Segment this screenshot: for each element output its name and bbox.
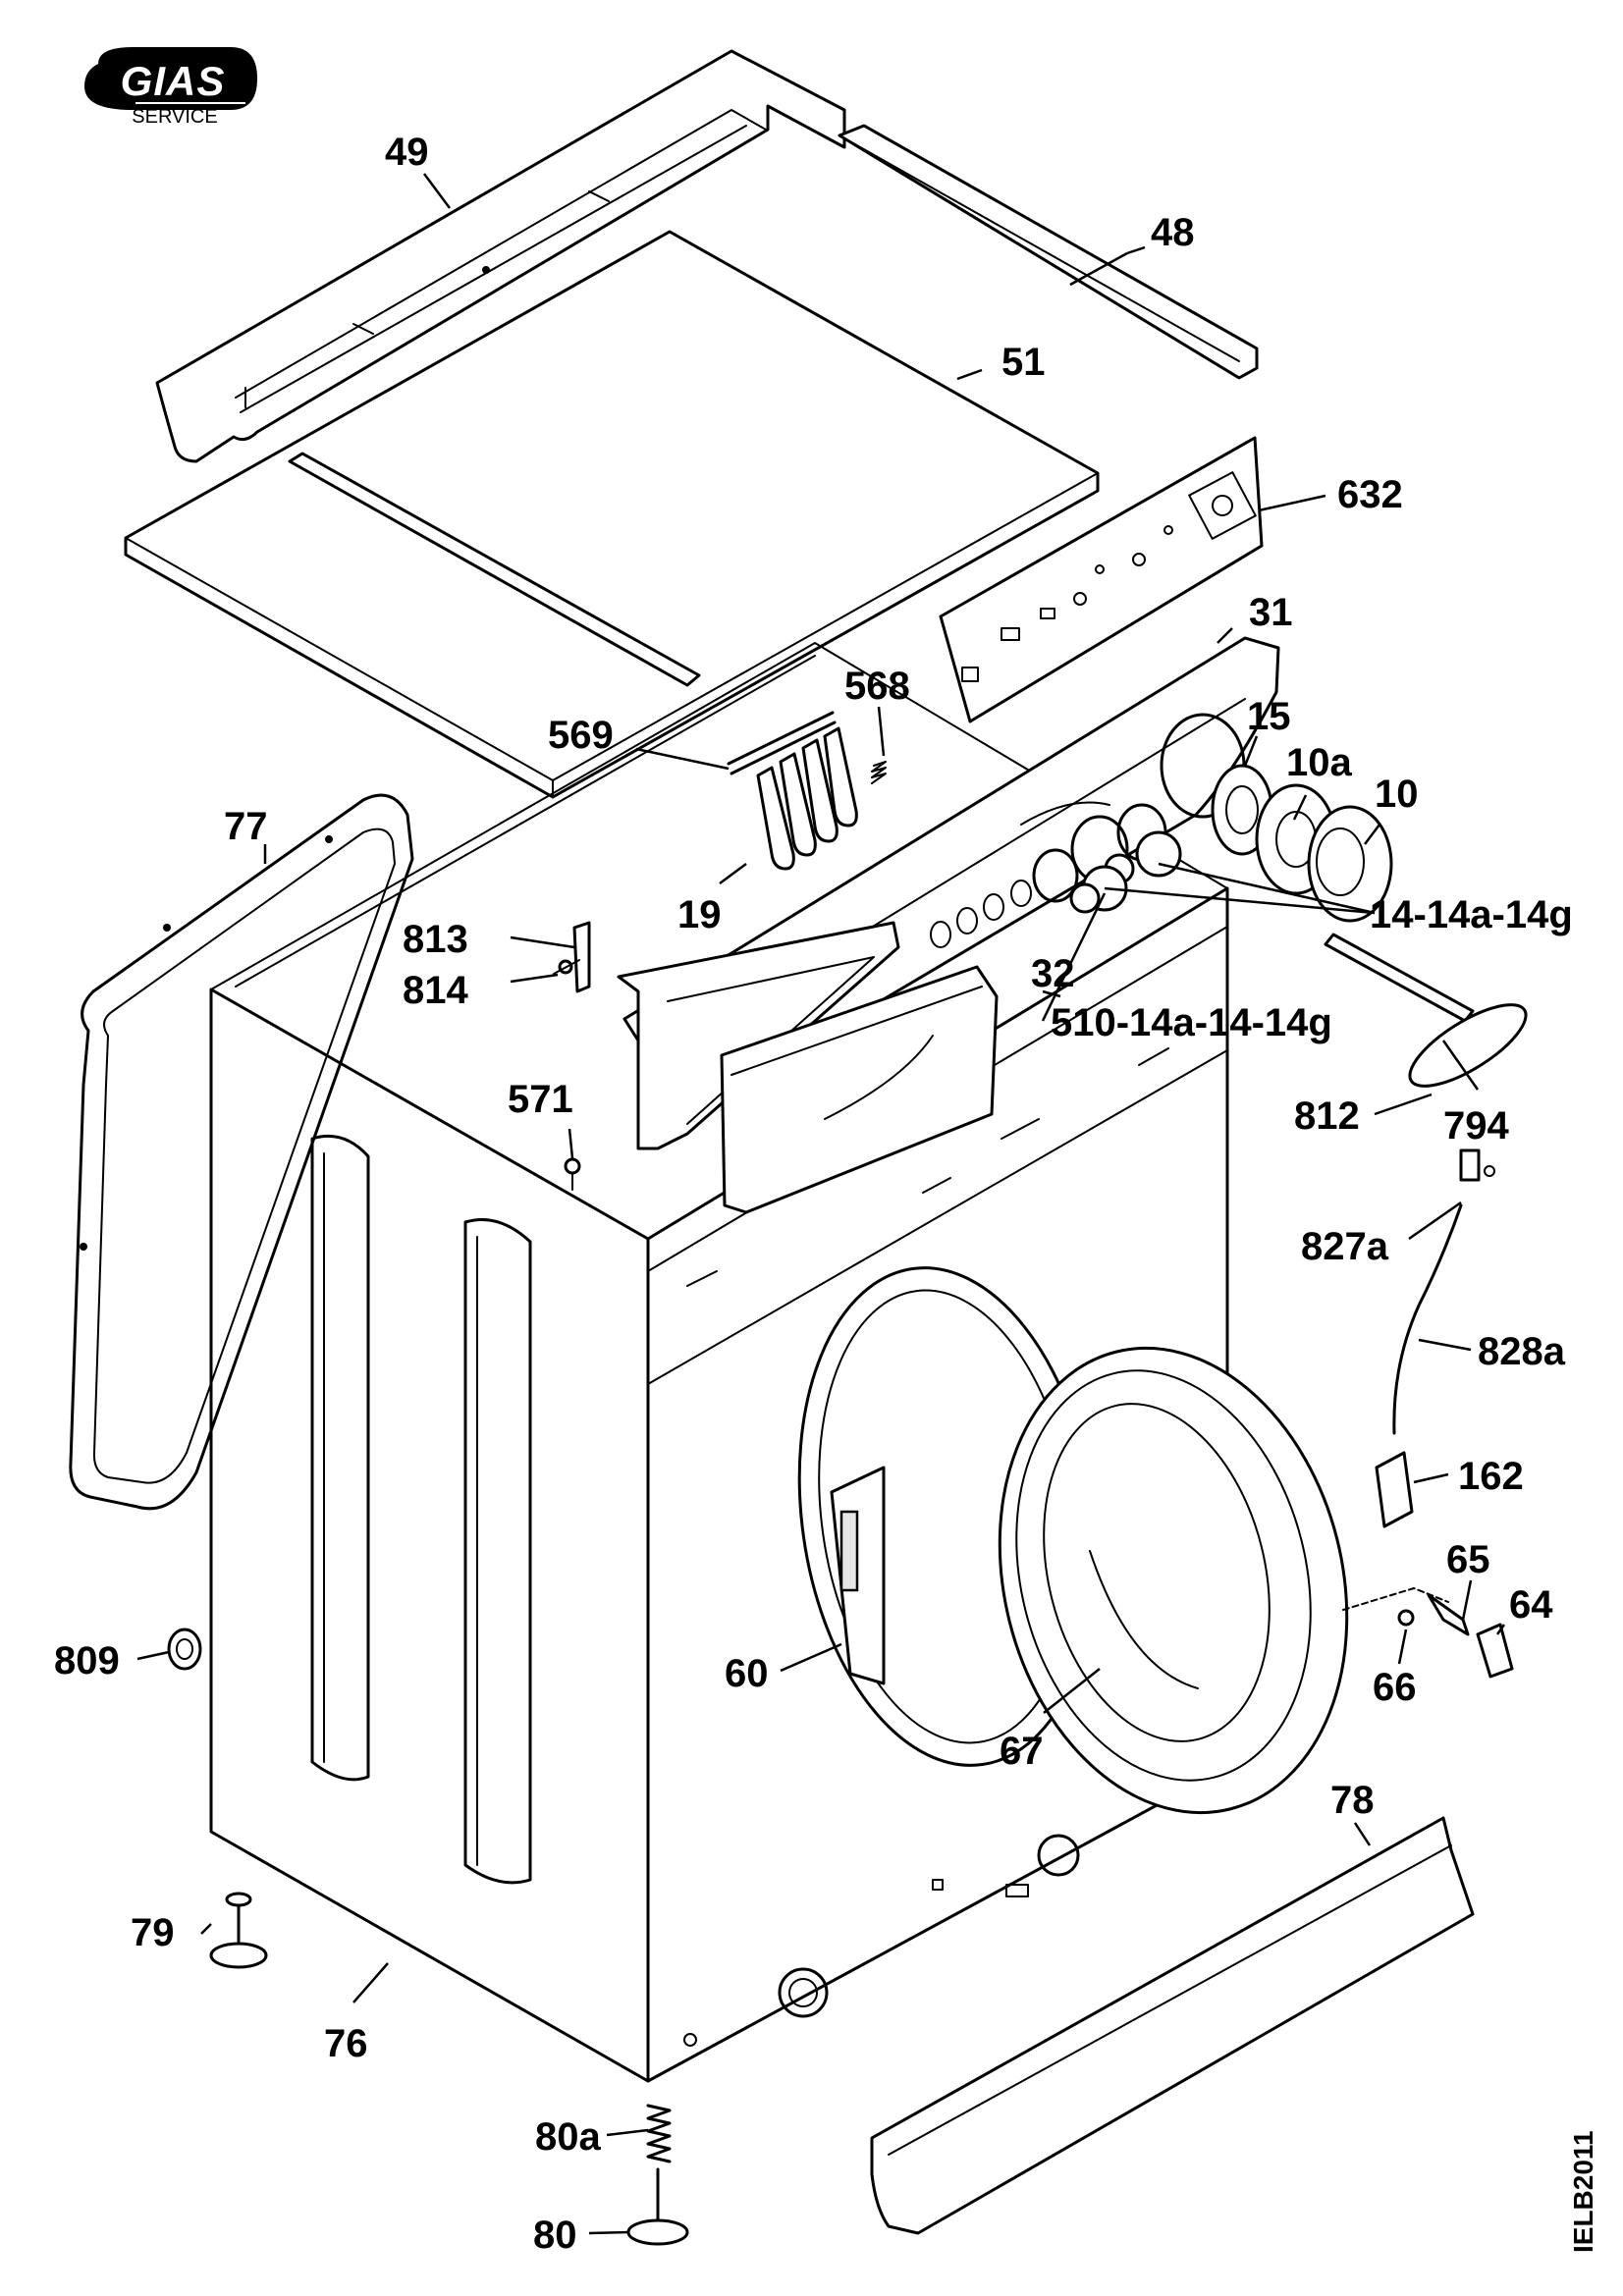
label-10: 10 [1375, 773, 1419, 816]
spring-part-568 [871, 761, 887, 784]
push-rod-part-812 [1324, 933, 1475, 1023]
label-77: 77 [224, 805, 268, 848]
screw-part-571 [564, 1157, 581, 1191]
drawer-part-32 [720, 965, 999, 1214]
label-812: 812 [1294, 1095, 1360, 1138]
catch-part-64 [1476, 1623, 1514, 1679]
label-809: 809 [54, 1639, 120, 1682]
levers-part-19 [756, 726, 858, 871]
label-67: 67 [1000, 1730, 1044, 1773]
label-80: 80 [533, 2214, 577, 2257]
label-66: 66 [1373, 1666, 1417, 1709]
label-19: 19 [677, 893, 722, 936]
label-80a: 80a [535, 2115, 601, 2159]
kickplate-part-78 [870, 1816, 1475, 2235]
label-632: 632 [1337, 473, 1403, 516]
label-10a: 10a [1286, 741, 1352, 784]
hinge-part-60 [830, 1466, 886, 1685]
label-14-14a-14g: 14-14a-14g [1370, 893, 1573, 936]
tube-part-828a [1392, 1203, 1463, 1435]
label-571: 571 [508, 1078, 573, 1121]
label-828a: 828a [1478, 1330, 1566, 1373]
label-510-14a-14-14g: 510-14a-14-14g [1051, 1001, 1332, 1044]
label-15: 15 [1247, 695, 1291, 738]
screw-part-814 [553, 959, 580, 975]
label-48: 48 [1151, 211, 1195, 254]
label-64: 64 [1509, 1583, 1553, 1627]
label-813: 813 [403, 918, 468, 961]
label-49: 49 [385, 131, 429, 174]
label-568: 568 [844, 665, 910, 708]
label-162: 162 [1458, 1455, 1524, 1498]
button-part-794 [1408, 1003, 1528, 1088]
label-79: 79 [131, 1911, 175, 1954]
logo-sub: SERVICE [132, 106, 217, 128]
control-bracket-part-632 [939, 436, 1264, 723]
label-51: 51 [1001, 341, 1046, 384]
label-31: 31 [1249, 591, 1293, 634]
plug-part-809 [167, 1628, 202, 1671]
label-32: 32 [1031, 952, 1075, 995]
door-lock-part-162 [1375, 1451, 1414, 1528]
label-60: 60 [725, 1652, 769, 1695]
label-827a: 827a [1301, 1225, 1389, 1268]
label-794: 794 [1443, 1104, 1509, 1148]
clip-part-813 [572, 921, 591, 993]
top-panel-part-51 [124, 230, 1100, 799]
rail-part-48 [838, 124, 1259, 380]
label-76: 76 [324, 2022, 368, 2065]
label-569: 569 [548, 714, 614, 757]
seal-part-77 [69, 793, 414, 1511]
label-65: 65 [1446, 1538, 1490, 1581]
door-part-67 [998, 1346, 1349, 1815]
rod-part-569 [727, 711, 837, 775]
small-knobs [1069, 830, 1182, 914]
label-814: 814 [403, 969, 468, 1012]
foot-part-80 [626, 2167, 689, 2246]
top-frame-part-49 [155, 49, 846, 463]
spring-part-80a [646, 2104, 672, 2163]
foot-part-79 [209, 1892, 268, 1969]
logo-brand: GIAS [121, 58, 226, 104]
sensor-part-827a [1459, 1148, 1495, 1182]
leader-lines [136, 173, 1506, 2235]
label-78: 78 [1330, 1779, 1375, 1822]
pin-part-66 [1342, 1587, 1449, 1627]
gias-logo: GIAS SERVICE [84, 47, 257, 128]
door-catch-part-65 [1427, 1593, 1470, 1636]
drawing-code: IELB2011 [1568, 2130, 1598, 2253]
part-labels: 49 48 51 632 31 568 569 15 10a 10 77 19 … [54, 131, 1573, 2257]
